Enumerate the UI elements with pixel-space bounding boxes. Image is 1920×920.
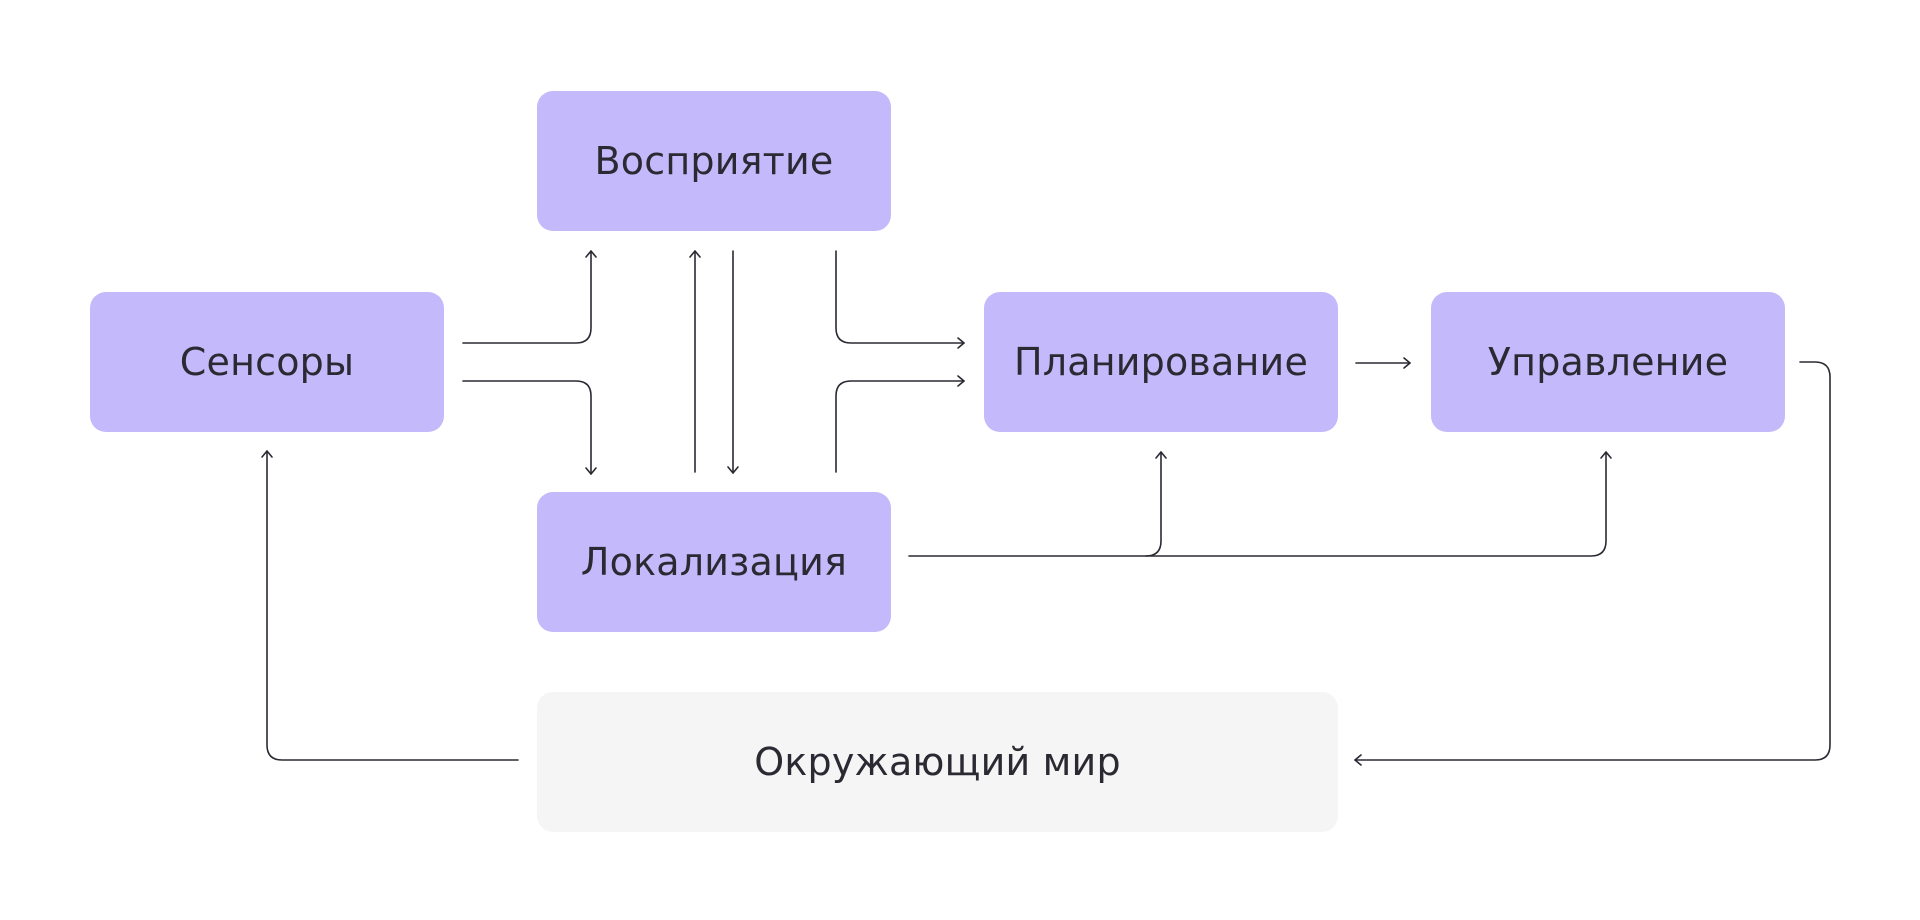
node-localization-label: Локализация: [580, 540, 848, 584]
node-planning-label: Планирование: [1013, 340, 1309, 384]
edge-localization-to-planning-lower: [1145, 451, 1162, 557]
arrowhead-world-from-control: [1354, 754, 1362, 766]
node-sensors-label: Сенсоры: [179, 340, 355, 384]
arrowhead-planning-from-localization-lower: [1155, 451, 1167, 459]
arrowhead-localization-from-sensors: [585, 467, 597, 475]
arrowhead-planning-from-perception: [957, 337, 965, 349]
edge-sensors-to-localization: [462, 380, 592, 475]
node-localization: Локализация: [537, 492, 891, 632]
node-perception: Восприятие: [537, 91, 891, 231]
arrowhead-control-from-localization: [1600, 451, 1612, 459]
edge-perception-to-planning: [835, 250, 965, 344]
node-world-label: Окружающий мир: [754, 740, 1121, 784]
edge-localization-to-planning-upper: [835, 380, 965, 473]
node-world: Окружающий мир: [537, 692, 1338, 832]
edge-control-to-world: [1354, 361, 1831, 761]
edge-world-to-sensors: [266, 450, 519, 761]
edge-sensors-to-perception: [462, 250, 592, 344]
edge-localization-bus: [908, 451, 1607, 557]
arrowhead-perception-from-localization: [689, 250, 701, 258]
node-planning: Планирование: [984, 292, 1338, 432]
arrowhead-localization-from-perception: [727, 466, 739, 474]
arrowhead-sensors-from-world: [261, 450, 273, 458]
arrowhead-control-from-planning: [1403, 357, 1411, 369]
arrowhead-planning-from-localization-upper: [957, 375, 965, 387]
node-control-label: Управление: [1487, 340, 1729, 384]
node-control: Управление: [1431, 292, 1785, 432]
arrowhead-perception-from-sensors: [585, 250, 597, 258]
node-perception-label: Восприятие: [594, 139, 834, 183]
node-sensors: Сенсоры: [90, 292, 444, 432]
